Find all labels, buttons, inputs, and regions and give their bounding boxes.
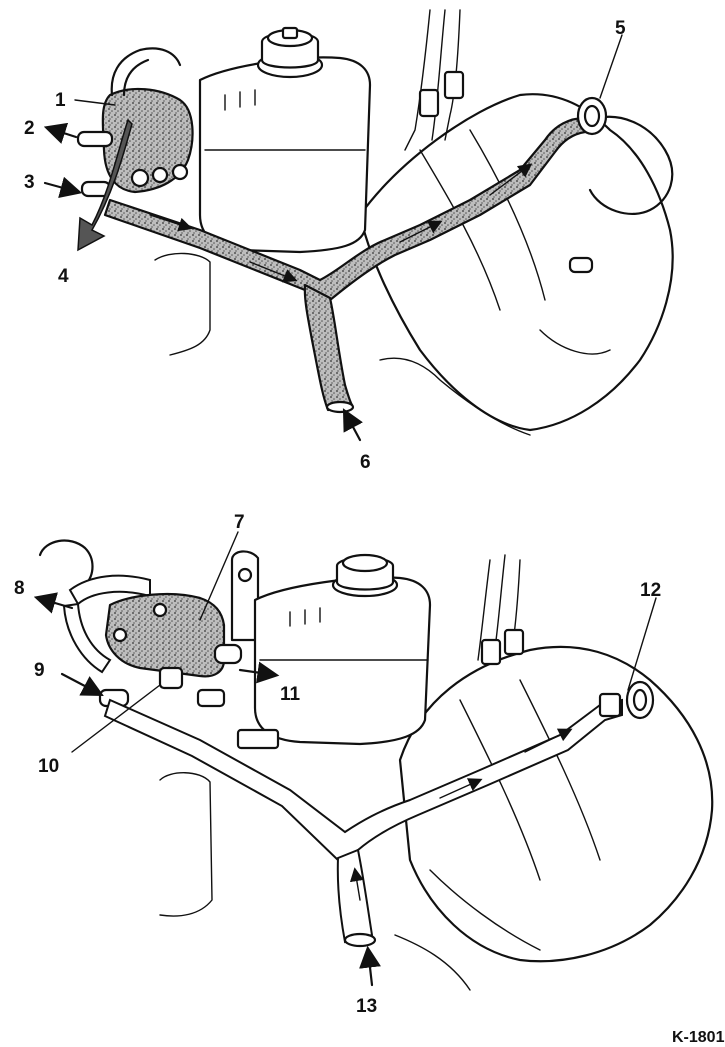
sensor-plug-3 [171, 163, 189, 181]
flow-arrow-lower-c [349, 867, 364, 901]
expansion-tank [198, 56, 372, 254]
pipe-end-13 [343, 932, 377, 948]
outlet-nipple-2 [76, 130, 114, 148]
callout-7: 7 [234, 512, 245, 533]
chassis-edge-lower [159, 772, 471, 991]
temperature-sensor [158, 666, 184, 690]
callout-10: 10 [38, 756, 59, 777]
ignition-wire-boot-lower-2 [503, 628, 525, 656]
callout-4: 4 [58, 266, 69, 287]
engine-rear-housing [588, 115, 674, 215]
upper-stub-hose [110, 47, 182, 97]
chassis-edge-upper [154, 252, 531, 436]
engine-inlet-12-inner [632, 688, 648, 712]
bypass-hose-upper [68, 574, 151, 606]
leader-12 [627, 597, 657, 691]
ignition-wire-boot-1 [418, 88, 440, 118]
engine-block-detail-lower [429, 679, 601, 951]
callout-arrow-9 [60, 672, 104, 697]
flow-arrow-pipe-c [399, 220, 443, 243]
temperature-sensor-2 [196, 688, 226, 708]
distributor-outlet [213, 643, 243, 665]
callout-6: 6 [360, 452, 371, 473]
coolant-pipe-down [303, 283, 354, 412]
bracket-hole [237, 567, 253, 583]
pipe-end-6 [325, 400, 355, 414]
callout-12: 12 [640, 580, 661, 601]
expansion-tank-lower [253, 576, 432, 746]
callout-2: 2 [24, 118, 35, 139]
expansion-tank-lower-ridges [259, 607, 429, 661]
callout-arrow-11 [238, 661, 280, 684]
flow-arrow-lower-a [439, 778, 483, 799]
ignition-wire-boot-2 [443, 70, 465, 100]
coolant-pipe-lower-main [103, 698, 623, 864]
leader-10 [71, 684, 161, 753]
flow-arrow-pipe-b [249, 261, 298, 283]
filler-cap-knob [281, 26, 299, 40]
flow-arrow-4 [77, 118, 133, 252]
hose-clamp-12 [598, 692, 622, 718]
upper-stub-hose-inner [122, 58, 150, 97]
callout-arrow-8 [33, 592, 74, 614]
callout-arrow-3 [43, 176, 83, 198]
callout-1: 1 [55, 90, 66, 111]
callout-8: 8 [14, 578, 25, 599]
leader-7 [199, 531, 239, 621]
callout-arrow-6 [342, 408, 364, 442]
distributor-bolt-2 [152, 602, 168, 618]
bypass-hose-lower [62, 602, 112, 674]
engine-block-outline [358, 93, 674, 432]
sensor-plug-1 [130, 168, 150, 188]
figure-code: K-1801 [672, 1029, 725, 1046]
coolant-distributor [104, 592, 226, 678]
filler-cap-lower-top [341, 553, 389, 573]
callout-5: 5 [615, 18, 626, 39]
distributor-bolt-1 [112, 627, 128, 643]
upper-view: 1 2 3 4 5 6 [24, 9, 674, 473]
callout-13: 13 [356, 996, 377, 1017]
engine-block-outline-lower [398, 645, 714, 963]
lower-view: 7 8 9 10 11 12 13 [14, 512, 714, 1017]
tank-foot [236, 728, 280, 750]
sensor-plug-2 [151, 166, 169, 184]
callout-3: 3 [24, 172, 35, 193]
engine-inlet-5-inner [583, 104, 601, 128]
coolant-pipe-lower-down [336, 848, 374, 944]
engine-stud [568, 256, 594, 274]
leader-5 [599, 34, 623, 99]
flow-arrow-pipe-d [489, 163, 533, 196]
callout-9: 9 [34, 660, 45, 681]
engine-block-detail [419, 129, 611, 355]
callout-11: 11 [280, 684, 301, 705]
flow-arrow-lower-b [524, 728, 573, 753]
coolant-outlet-housing [101, 87, 194, 194]
flow-arrow-pipe-a [149, 214, 193, 232]
callout-arrow-2 [43, 122, 78, 144]
heater-hose-outline [38, 539, 94, 587]
callout-arrow-13 [359, 945, 381, 987]
leader-1 [74, 99, 116, 106]
expansion-tank-ridges [204, 89, 366, 151]
ignition-wire-boot-lower-1 [480, 638, 502, 666]
